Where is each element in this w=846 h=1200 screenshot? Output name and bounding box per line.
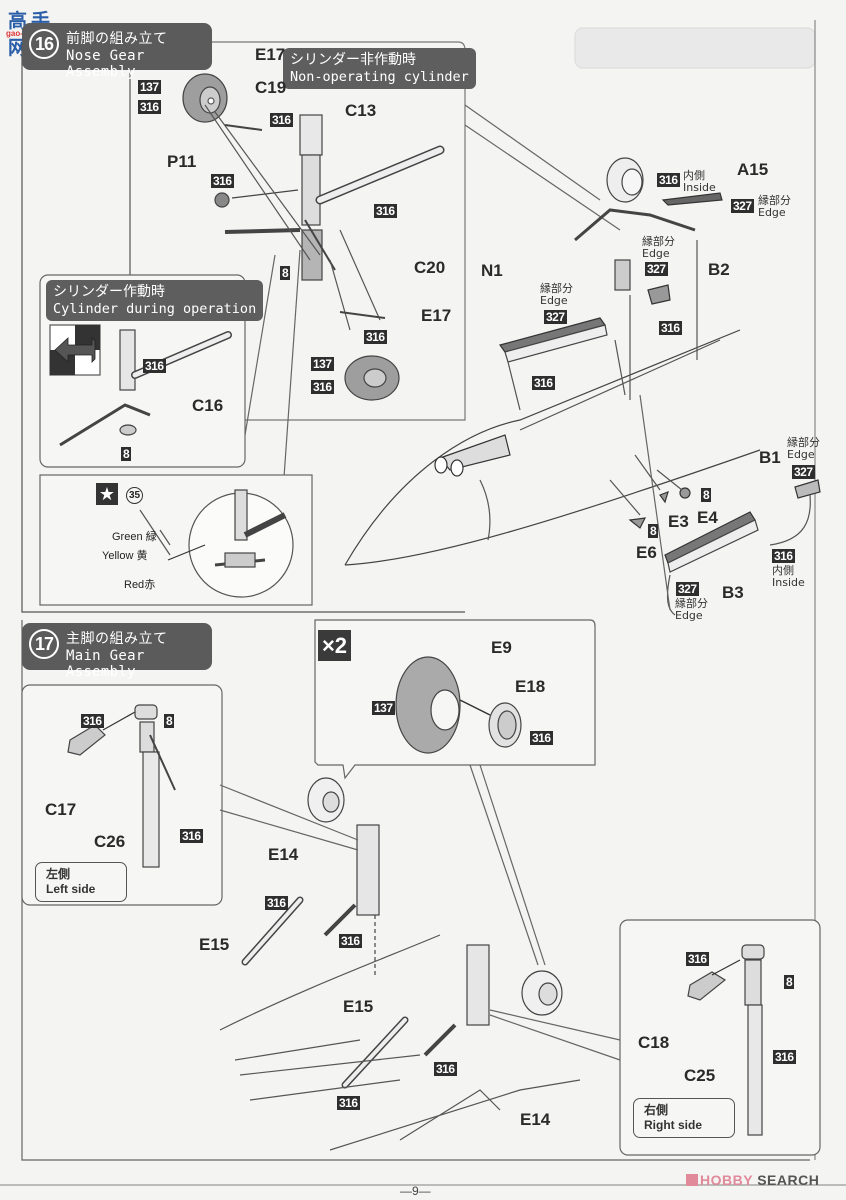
part-label-c16: C16: [192, 396, 224, 415]
paint-code-316: 316: [686, 952, 709, 966]
paint-code-316: 316: [659, 321, 682, 335]
paint-code-8: 8: [701, 488, 712, 502]
paint-code-327: 327: [645, 262, 668, 276]
paint-code-316: 316: [773, 1050, 796, 1064]
paint-code-8: 8: [648, 524, 659, 538]
paint-code-316: 316: [180, 829, 203, 843]
paint-code-316: 316: [81, 714, 104, 728]
color-stripe-yellow: Yellow 黄: [102, 550, 148, 562]
paint-code-316: 316: [532, 376, 555, 390]
part-label-a15: A15: [737, 160, 769, 179]
paint-code-8: 8: [784, 975, 795, 989]
paint-code-327: 327: [544, 310, 567, 324]
part-label-e18: E18: [515, 677, 546, 696]
non-operating-jp: シリンダー非作動時: [290, 52, 416, 68]
paint-code-316: 316: [270, 113, 293, 127]
non-operating-en: Non-operating cylinder: [290, 69, 469, 85]
paint-code-316: 316: [138, 100, 161, 114]
paint-code-316: 316: [311, 380, 334, 394]
paint-code-137: 137: [138, 80, 161, 94]
step16-banner: 16 前脚の組み立て Nose Gear Assembly: [22, 23, 212, 80]
paint-code-316: 316: [374, 204, 397, 218]
paint-code-137: 137: [372, 701, 395, 715]
paint-code-8: 8: [121, 447, 132, 461]
part-label-e4: E4: [697, 508, 718, 527]
operating-jp: シリンダー作動時: [53, 284, 165, 300]
paint-code-316: 316: [364, 330, 387, 344]
part-label-c18: C18: [638, 1033, 670, 1052]
part-label-e3: E3: [668, 512, 689, 531]
color-stripe-green: Green 緑: [112, 531, 157, 543]
part-label-e15: E15: [343, 997, 374, 1016]
non-operating-label: シリンダー非作動時 Non-operating cylinder: [283, 48, 476, 89]
paint-code-327: 327: [792, 465, 815, 479]
part-label-e14: E14: [268, 845, 299, 864]
operating-en: Cylinder during operation: [53, 301, 257, 317]
step17-title-en: Main Gear Assembly: [66, 648, 145, 680]
paint-code-137: 137: [311, 357, 334, 371]
step16-frame: [21, 45, 465, 613]
paint-code-327: 327: [676, 582, 699, 596]
step17-banner: 17 主脚の組み立て Main Gear Assembly: [22, 623, 212, 680]
part-label-c26: C26: [94, 832, 126, 851]
paint-code-316: 316: [530, 731, 553, 745]
paint-code-316: 316: [434, 1062, 457, 1076]
step16-number: 16: [29, 29, 59, 59]
part-label-e17-bottom: E17: [421, 306, 452, 325]
paint-circle-35: 35: [126, 487, 143, 504]
part-label-b1: B1: [759, 448, 781, 467]
step16-title-jp: 前脚の組み立て: [66, 31, 168, 47]
step16-title-en: Nose Gear Assembly: [66, 48, 145, 80]
left-side-label: 左側 Left side: [35, 862, 127, 902]
multiplier-badge: ×2: [318, 630, 351, 661]
paint-code-8: 8: [280, 266, 291, 280]
part-label-e15: E15: [199, 935, 230, 954]
paint-code-316: 316: [211, 174, 234, 188]
part-label-c19: C19: [255, 78, 287, 97]
part-label-b3: B3: [722, 583, 744, 602]
step17-number: 17: [29, 629, 59, 659]
paint-code-316: 316: [657, 173, 680, 187]
right-side-label: 右側 Right side: [633, 1098, 735, 1138]
paint-code-316: 316: [772, 549, 795, 563]
part-label-c13: C13: [345, 101, 377, 120]
hobby-search-watermark: HOBBY SEARCH: [686, 1172, 819, 1188]
paint-code-327: 327: [731, 199, 754, 213]
star-icon: ★: [96, 483, 118, 505]
paint-code-316: 316: [337, 1096, 360, 1110]
hobby-search-icon: [686, 1174, 698, 1186]
operating-label: シリンダー作動時 Cylinder during operation: [46, 280, 264, 321]
step17-title-jp: 主脚の組み立て: [66, 631, 168, 647]
part-label-e17-top: E17: [255, 45, 286, 64]
part-label-c25: C25: [684, 1066, 716, 1085]
part-label-e9: E9: [491, 638, 512, 657]
part-label-e14: E14: [520, 1110, 551, 1129]
part-label-p11: P11: [167, 152, 197, 171]
part-label-c20: C20: [414, 258, 446, 277]
paint-code-316: 316: [339, 934, 362, 948]
part-label-n1: N1: [481, 261, 503, 280]
paint-code-316: 316: [143, 359, 166, 373]
paint-code-316: 316: [265, 896, 288, 910]
color-stripe-red: Red赤: [124, 579, 156, 591]
page-number: —9—: [400, 1184, 431, 1198]
part-label-b2: B2: [708, 260, 730, 279]
part-label-e6: E6: [636, 543, 657, 562]
part-label-c17: C17: [45, 800, 77, 819]
paint-code-8: 8: [164, 714, 175, 728]
